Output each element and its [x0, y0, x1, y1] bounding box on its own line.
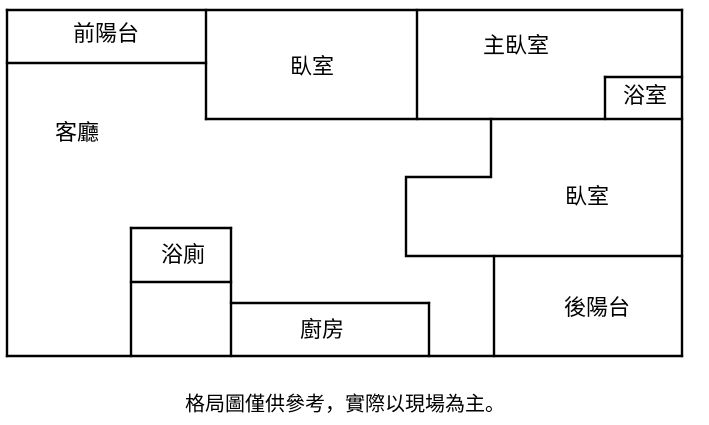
floor-plan-walls	[5, 8, 684, 358]
label-master-bedroom: 主臥室	[483, 34, 549, 59]
label-kitchen: 廚房	[300, 318, 344, 343]
label-rear-balcony: 後陽台	[564, 296, 630, 321]
label-front-balcony: 前陽台	[73, 22, 139, 47]
wall-bedroom2-left-step	[404, 117, 684, 258]
disclaimer-text: 格局圖僅供參考，實際以現場為主。	[185, 392, 505, 416]
room-labels: 前陽台 臥室 主臥室 浴室 客廳 臥室 浴廁 廚房 後陽台	[55, 22, 667, 343]
label-master-bath: 浴室	[623, 84, 667, 109]
label-bedroom-2: 臥室	[565, 185, 609, 210]
label-living-room: 客廳	[55, 121, 99, 146]
label-bedroom-1: 臥室	[290, 55, 334, 80]
label-bathroom: 浴廁	[161, 243, 205, 268]
